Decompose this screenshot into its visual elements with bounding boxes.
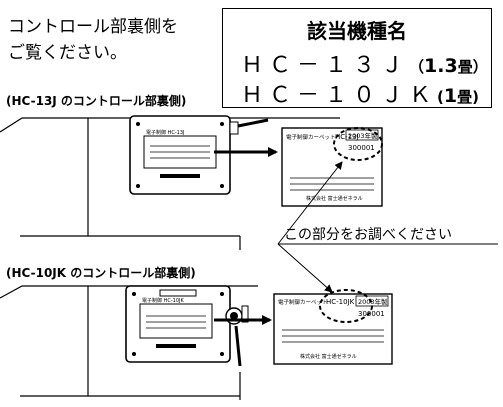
label-model-bottom: HC-10JK	[326, 298, 355, 306]
label-serial-top: 300001	[348, 144, 375, 152]
label-maker-top: 株式会社 富士通ゼネラル	[306, 195, 363, 202]
model-line-hc13j: ＨＣ－１３Ｊ（1.3畳）	[241, 47, 488, 79]
model-capacity: (1畳)	[437, 85, 479, 107]
model-code: ＨＣ－１３Ｊ	[241, 53, 410, 78]
label-product-bottom: 電子制御カーペット	[278, 298, 328, 306]
intro-line-1: コントロール部裏側を	[8, 17, 178, 37]
callout-text: この部分をお調べください	[284, 227, 452, 243]
label-model-top: HC-13J	[335, 133, 359, 141]
label-year-top: 2003年製	[348, 131, 378, 140]
model-line-hc10jk: ＨＣ－１０ＪＫ(1畳)	[241, 77, 479, 109]
model-code: ＨＣ－１０ＪＫ	[241, 83, 438, 108]
highlight-circle-top	[333, 127, 383, 161]
highlight-circle-bottom	[319, 289, 373, 323]
intro-line-2: ご覧ください。	[8, 43, 127, 63]
section-label-hc10jk: (HC-10JK のコントロール部裏側)	[6, 266, 196, 280]
model-box-title: 該当機種名	[307, 19, 407, 43]
control-unit-top	[129, 115, 269, 195]
label-plate-top	[281, 127, 383, 207]
carpet-outline-top	[0, 117, 340, 250]
callout-pointer-top	[277, 161, 343, 245]
label-year-bottom: 2003年製	[358, 297, 388, 306]
label-product-top: 電子制御カーペット	[286, 133, 336, 141]
intro-text: コントロール部裏側を ご覧ください。	[8, 14, 178, 66]
label-plate-bottom	[273, 293, 393, 365]
label-maker-bottom: 株式会社 富士通ゼネラル	[300, 353, 357, 360]
unit-small-label-top: 電子制御 HC-13J	[146, 129, 184, 136]
label-serial-bottom: 300001	[358, 310, 385, 318]
callout-pointer-bottom	[277, 243, 333, 293]
unit-small-label-bottom: 電子制御 HC-10JK	[142, 297, 184, 304]
section-label-hc13j: (HC-13J のコントロール部裏側)	[6, 94, 187, 108]
model-capacity: （1.3畳）	[409, 55, 488, 77]
model-box: 該当機種名 ＨＣ－１３Ｊ（1.3畳） ＨＣ－１０ＪＫ(1畳)	[222, 8, 492, 108]
control-unit-bottom	[125, 285, 249, 367]
